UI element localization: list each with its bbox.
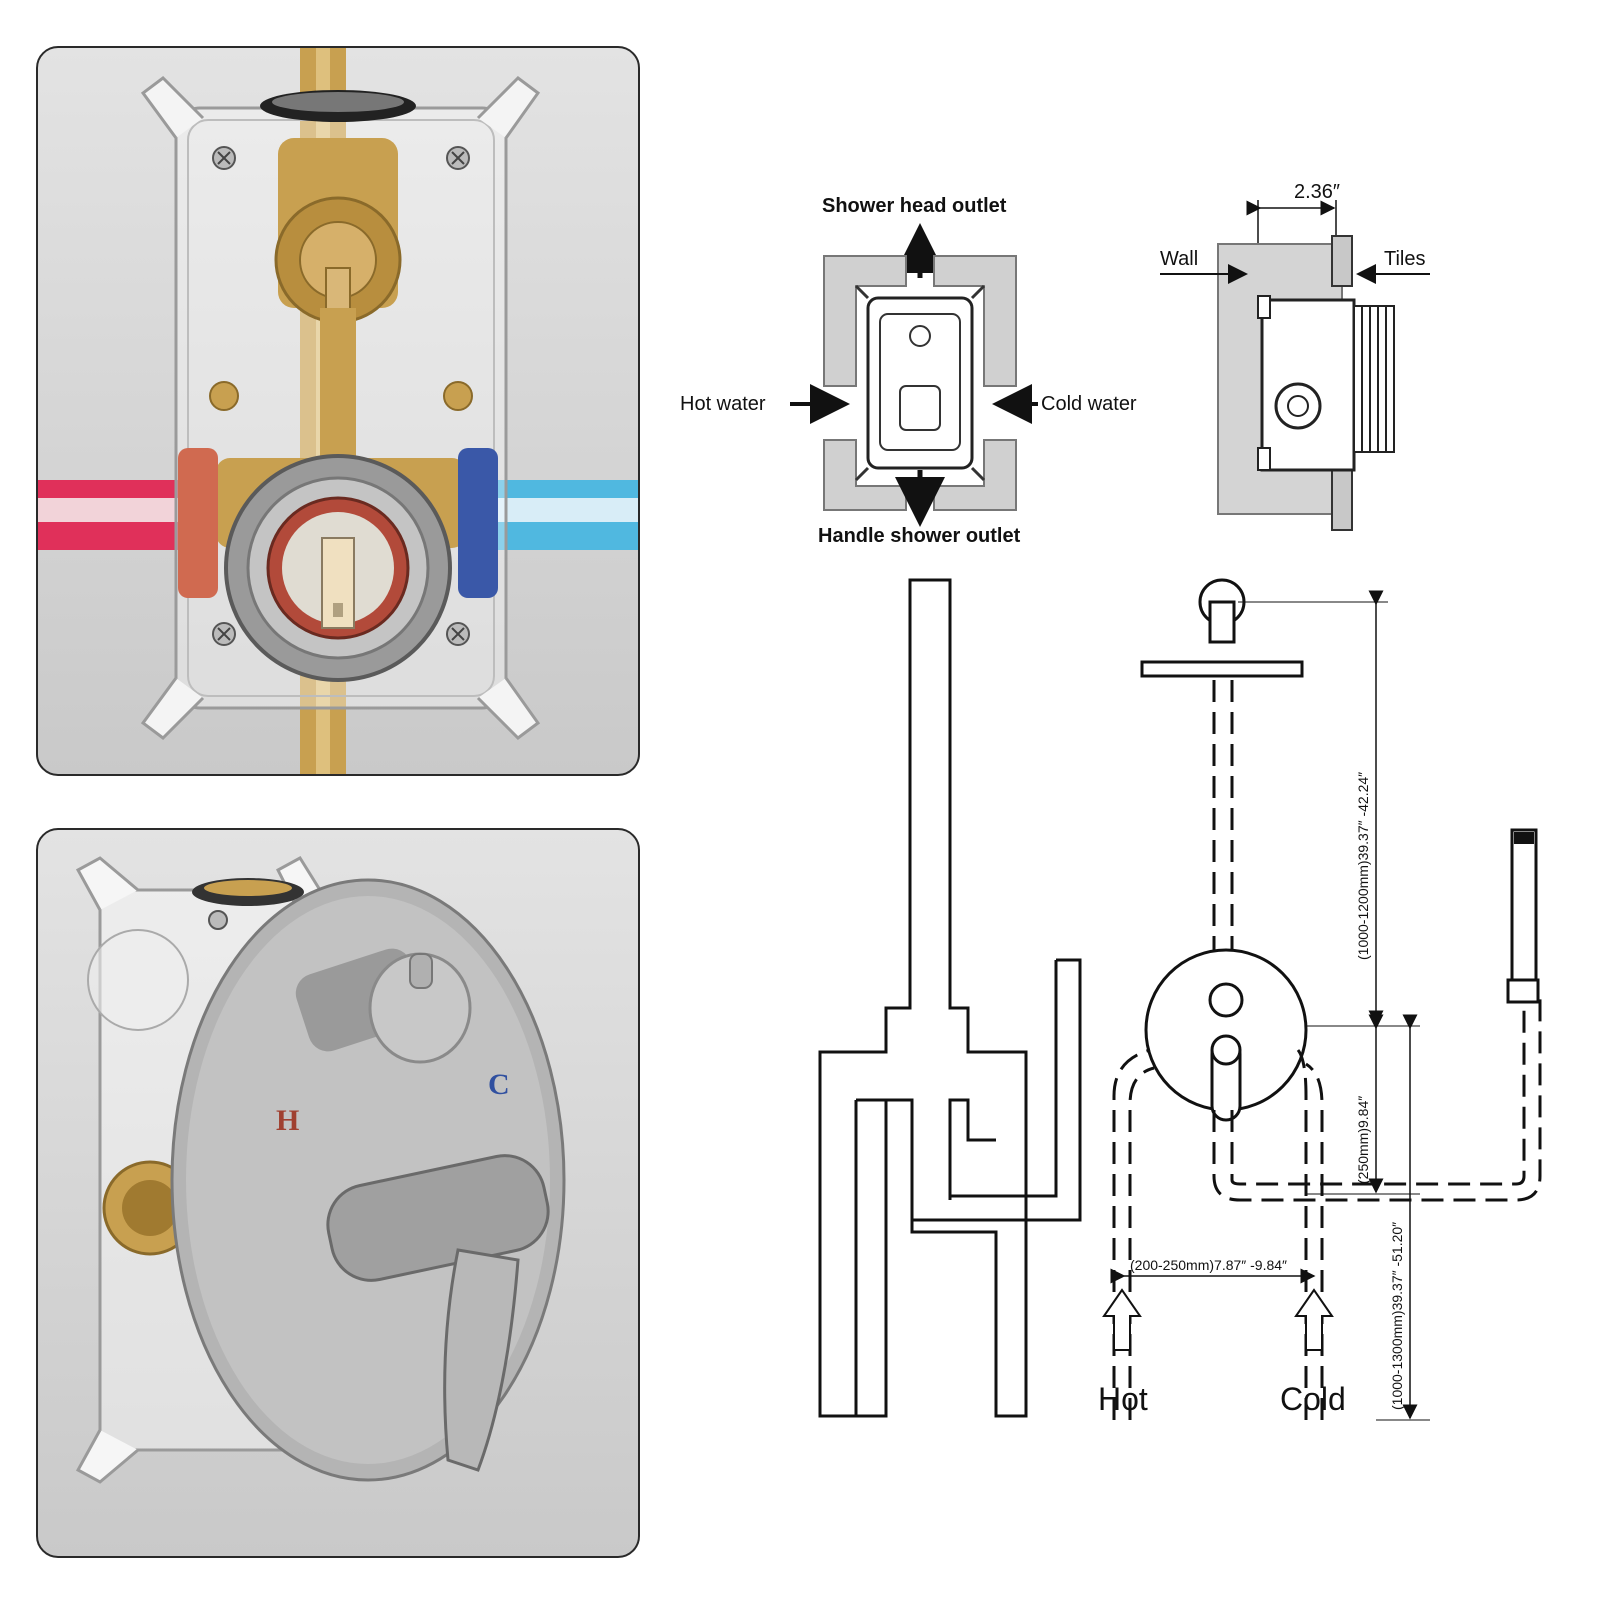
hot-inlet-arrow — [1102, 1288, 1142, 1351]
lever-body — [326, 1154, 550, 1282]
cold-label: Cold — [1280, 1381, 1346, 1417]
tile-bottom — [1331, 465, 1353, 531]
shower-head — [1140, 660, 1304, 678]
wall-label: Wall — [1160, 248, 1198, 270]
handle-shower-outlet-label: Handle shower outlet — [818, 525, 1021, 547]
cold-inlet-arrow — [1294, 1288, 1334, 1351]
cold-water-label: Cold water — [1041, 393, 1137, 415]
cold-mark: C — [488, 1068, 510, 1101]
tile-top — [1331, 235, 1353, 287]
tiles-label: Tiles — [1384, 248, 1425, 270]
technical-drawing: Shower head outlet Hot water Cold water … — [680, 181, 1542, 1421]
hot-mark: H — [276, 1104, 299, 1137]
side-view: 2.36″ Wall Tiles — [1160, 181, 1430, 531]
hot-label: Hot — [1098, 1381, 1148, 1417]
side-rib-cover — [1353, 305, 1395, 453]
photo-valve-trim-bottom: H C — [36, 828, 640, 1558]
inlet-spacing-label: (200-250mm)7.87″ -9.84″ — [1130, 1257, 1287, 1273]
handshower — [1510, 828, 1538, 982]
shower-head-outlet-label: Shower head outlet — [822, 195, 1007, 217]
valve-trim-illustration: H C — [75, 856, 566, 1484]
inlet-height-label: (1000-1300mm)39.37″ -51.20″ — [1389, 1222, 1405, 1410]
depth-dimension-label: 2.36″ — [1294, 181, 1340, 203]
cold-inlet-cap — [458, 448, 498, 598]
front-valve-box — [866, 296, 974, 470]
diverter-button — [409, 953, 433, 989]
front-view: Shower head outlet Hot water Cold water … — [680, 195, 1137, 547]
hose-line — [1212, 992, 1542, 1202]
valve-offset-label: (250mm)9.84″ — [1355, 1096, 1371, 1184]
lever-handle — [443, 1248, 520, 1472]
wall-outline-upper — [818, 578, 1028, 1418]
photo-valve-box-top — [36, 46, 640, 776]
head-height-label: (1000-1200mm)39.37″ -42.24″ — [1355, 772, 1371, 960]
installation-elevation: Hot Cold (200-250mm)7.87″ -9.84″ (1000-1… — [818, 578, 1542, 1421]
wall-outline-right — [912, 958, 1082, 1222]
hot-water-label: Hot water — [680, 393, 766, 415]
valve-box-illustration — [38, 48, 638, 774]
hot-inlet-cap — [178, 448, 218, 598]
